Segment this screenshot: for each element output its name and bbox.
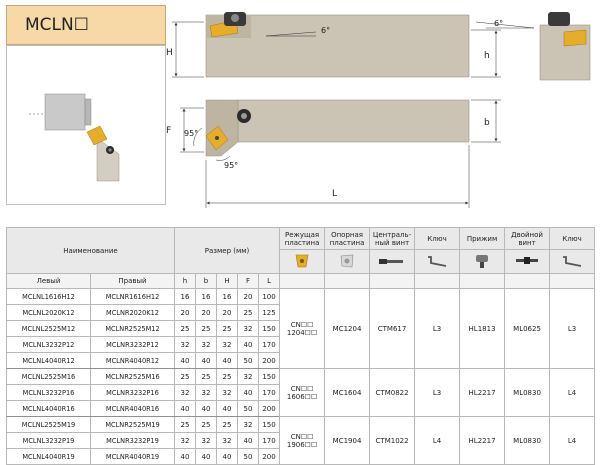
group1-screw: CTM617 bbox=[369, 288, 416, 369]
subheader-L: L bbox=[257, 273, 281, 289]
end-view: 6° bbox=[475, 12, 591, 81]
group1-dscrew: ML0625 bbox=[504, 288, 551, 369]
col-key2-header: Ключ bbox=[549, 227, 596, 250]
table-row: MCLNL2525M19 MCLNR2525M19 25 25 25 32 15… bbox=[6, 416, 596, 465]
spec-table: Наименование Размер (мм) Режущая пластин… bbox=[6, 227, 596, 465]
tool-drawing: H h 6° 6° F b 95° 95° bbox=[166, 12, 591, 208]
group1-clamp: HL1813 bbox=[459, 288, 506, 369]
subheader-right: Правый bbox=[90, 273, 175, 289]
group2-insert: CN☐☐ 1606☐☐ bbox=[279, 368, 326, 417]
col-name-header: Наименование bbox=[6, 227, 175, 274]
group1-insert: CN☐☐ 1204☐☐ bbox=[279, 288, 326, 369]
angle-label-4: 95° bbox=[224, 161, 238, 170]
group3-key2: L4 bbox=[549, 416, 596, 465]
clamp-icon bbox=[459, 249, 506, 274]
group2-key1: L3 bbox=[414, 368, 461, 417]
dim-b-label: b bbox=[484, 118, 490, 128]
screw-icon bbox=[369, 249, 416, 274]
col-insert-header: Режущая пластина bbox=[279, 227, 326, 250]
table-row: MCLNL3232P19 MCLNR3232P19 32 32 32 40 17… bbox=[6, 432, 595, 449]
double-screw-icon bbox=[504, 249, 551, 274]
table-row: MCLNL1616H12 MCLNR1616H12 16 16 16 20 10… bbox=[6, 288, 596, 369]
subheader-h: h bbox=[174, 273, 196, 289]
col-clamp-header: Прижим bbox=[459, 227, 506, 250]
head-top bbox=[205, 99, 239, 157]
clamp-end bbox=[548, 12, 570, 26]
group2-support: MC1604 bbox=[324, 368, 371, 417]
group1-key2: L3 bbox=[549, 288, 596, 369]
col-size-header: Размер (мм) bbox=[173, 227, 281, 274]
angle-label-2: 6° bbox=[494, 19, 503, 28]
group3-key1: L4 bbox=[414, 416, 461, 465]
hex-key-icon-2 bbox=[549, 249, 596, 274]
shank-top bbox=[237, 99, 470, 143]
insert-icon bbox=[279, 249, 326, 274]
angle-label-3: 95° bbox=[184, 129, 198, 138]
col-dscrew-header: Двойной винт bbox=[504, 227, 551, 250]
subheader-b: b bbox=[195, 273, 217, 289]
subheader-H: H bbox=[216, 273, 238, 289]
group3-insert: CN☐☐ 1906☐☐ bbox=[279, 416, 326, 465]
orientation-sketch bbox=[29, 93, 120, 182]
group3-screw: CTM1022 bbox=[369, 416, 416, 465]
workpiece-face bbox=[84, 98, 92, 126]
insert-end bbox=[563, 29, 587, 47]
page-title-box: MCLN☐ bbox=[6, 5, 166, 45]
group2-dscrew: ML0830 bbox=[504, 368, 551, 417]
dim-L-label: L bbox=[332, 189, 337, 199]
table-row: MCLNL3232P16 MCLNR3232P16 32 32 32 40 17… bbox=[6, 384, 595, 401]
group3-clamp: HL2217 bbox=[459, 416, 506, 465]
group2-clamp: HL2217 bbox=[459, 368, 506, 417]
group3-support: MC1904 bbox=[324, 416, 371, 465]
insert-small bbox=[86, 125, 108, 146]
tool-shank-small bbox=[96, 137, 120, 182]
dim-h-label: h bbox=[484, 51, 490, 61]
page-title: MCLN☐ bbox=[25, 15, 89, 35]
group1-key1: L3 bbox=[414, 288, 461, 369]
table-row: MCLNL2525M16 MCLNR2525M16 25 25 25 32 15… bbox=[6, 368, 596, 417]
group2-screw: CTM0822 bbox=[369, 368, 416, 417]
col-screw-header: Централь-ный винт bbox=[369, 227, 416, 250]
angle-label-1: 6° bbox=[321, 26, 330, 35]
dim-F-label: F bbox=[166, 126, 171, 136]
dim-H-label: H bbox=[166, 48, 173, 58]
col-support-header: Опорная пластина bbox=[324, 227, 371, 250]
col-key1-header: Ключ bbox=[414, 227, 461, 250]
group3-dscrew: ML0830 bbox=[504, 416, 551, 465]
hex-key-icon bbox=[414, 249, 461, 274]
table-row: MCLNL4040R12 MCLNR4040R12 40 40 40 50 20… bbox=[6, 352, 595, 369]
group1-support: MC1204 bbox=[324, 288, 371, 369]
subheader-F: F bbox=[237, 273, 259, 289]
orientation-panel bbox=[6, 45, 166, 205]
side-view: H h 6° bbox=[166, 12, 501, 78]
workpiece bbox=[44, 93, 86, 131]
subheader-left: Левый bbox=[6, 273, 91, 289]
top-view: F b 95° 95° L bbox=[166, 99, 501, 208]
group2-key2: L4 bbox=[549, 368, 596, 417]
support-plate-icon bbox=[324, 249, 371, 274]
